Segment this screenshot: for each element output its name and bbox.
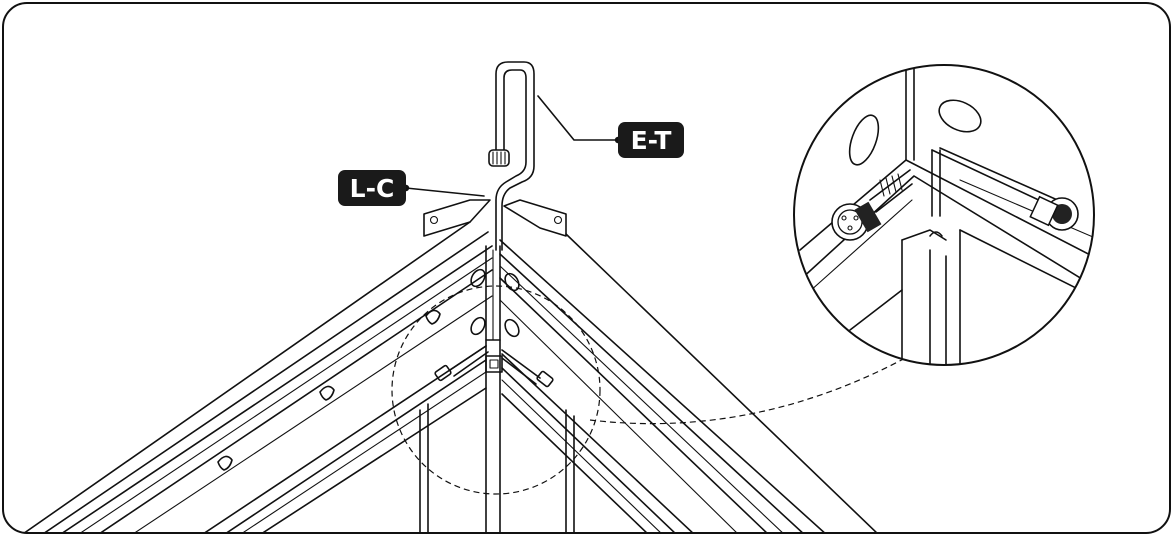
wall-panels <box>419 403 575 533</box>
corner-post <box>485 245 503 533</box>
et-rod <box>488 61 535 251</box>
et-badge <box>618 122 684 158</box>
label-et: E-T <box>537 95 684 158</box>
lower-connectors <box>434 345 554 388</box>
zoom-leader <box>589 349 921 425</box>
end-caps <box>423 199 567 237</box>
et-leader-line <box>537 95 619 141</box>
lc-label-text: L-C <box>350 174 395 203</box>
frame-structure <box>19 61 921 533</box>
zoom-source-circle <box>391 285 601 495</box>
rail-holes <box>217 268 520 471</box>
et-label-text: E-T <box>631 126 672 155</box>
lc-badge <box>338 170 406 206</box>
lc-leader-line <box>405 187 485 197</box>
label-lc: L-C <box>338 170 485 206</box>
right-roof-rail <box>499 233 881 533</box>
zoom-inset <box>793 64 1095 366</box>
